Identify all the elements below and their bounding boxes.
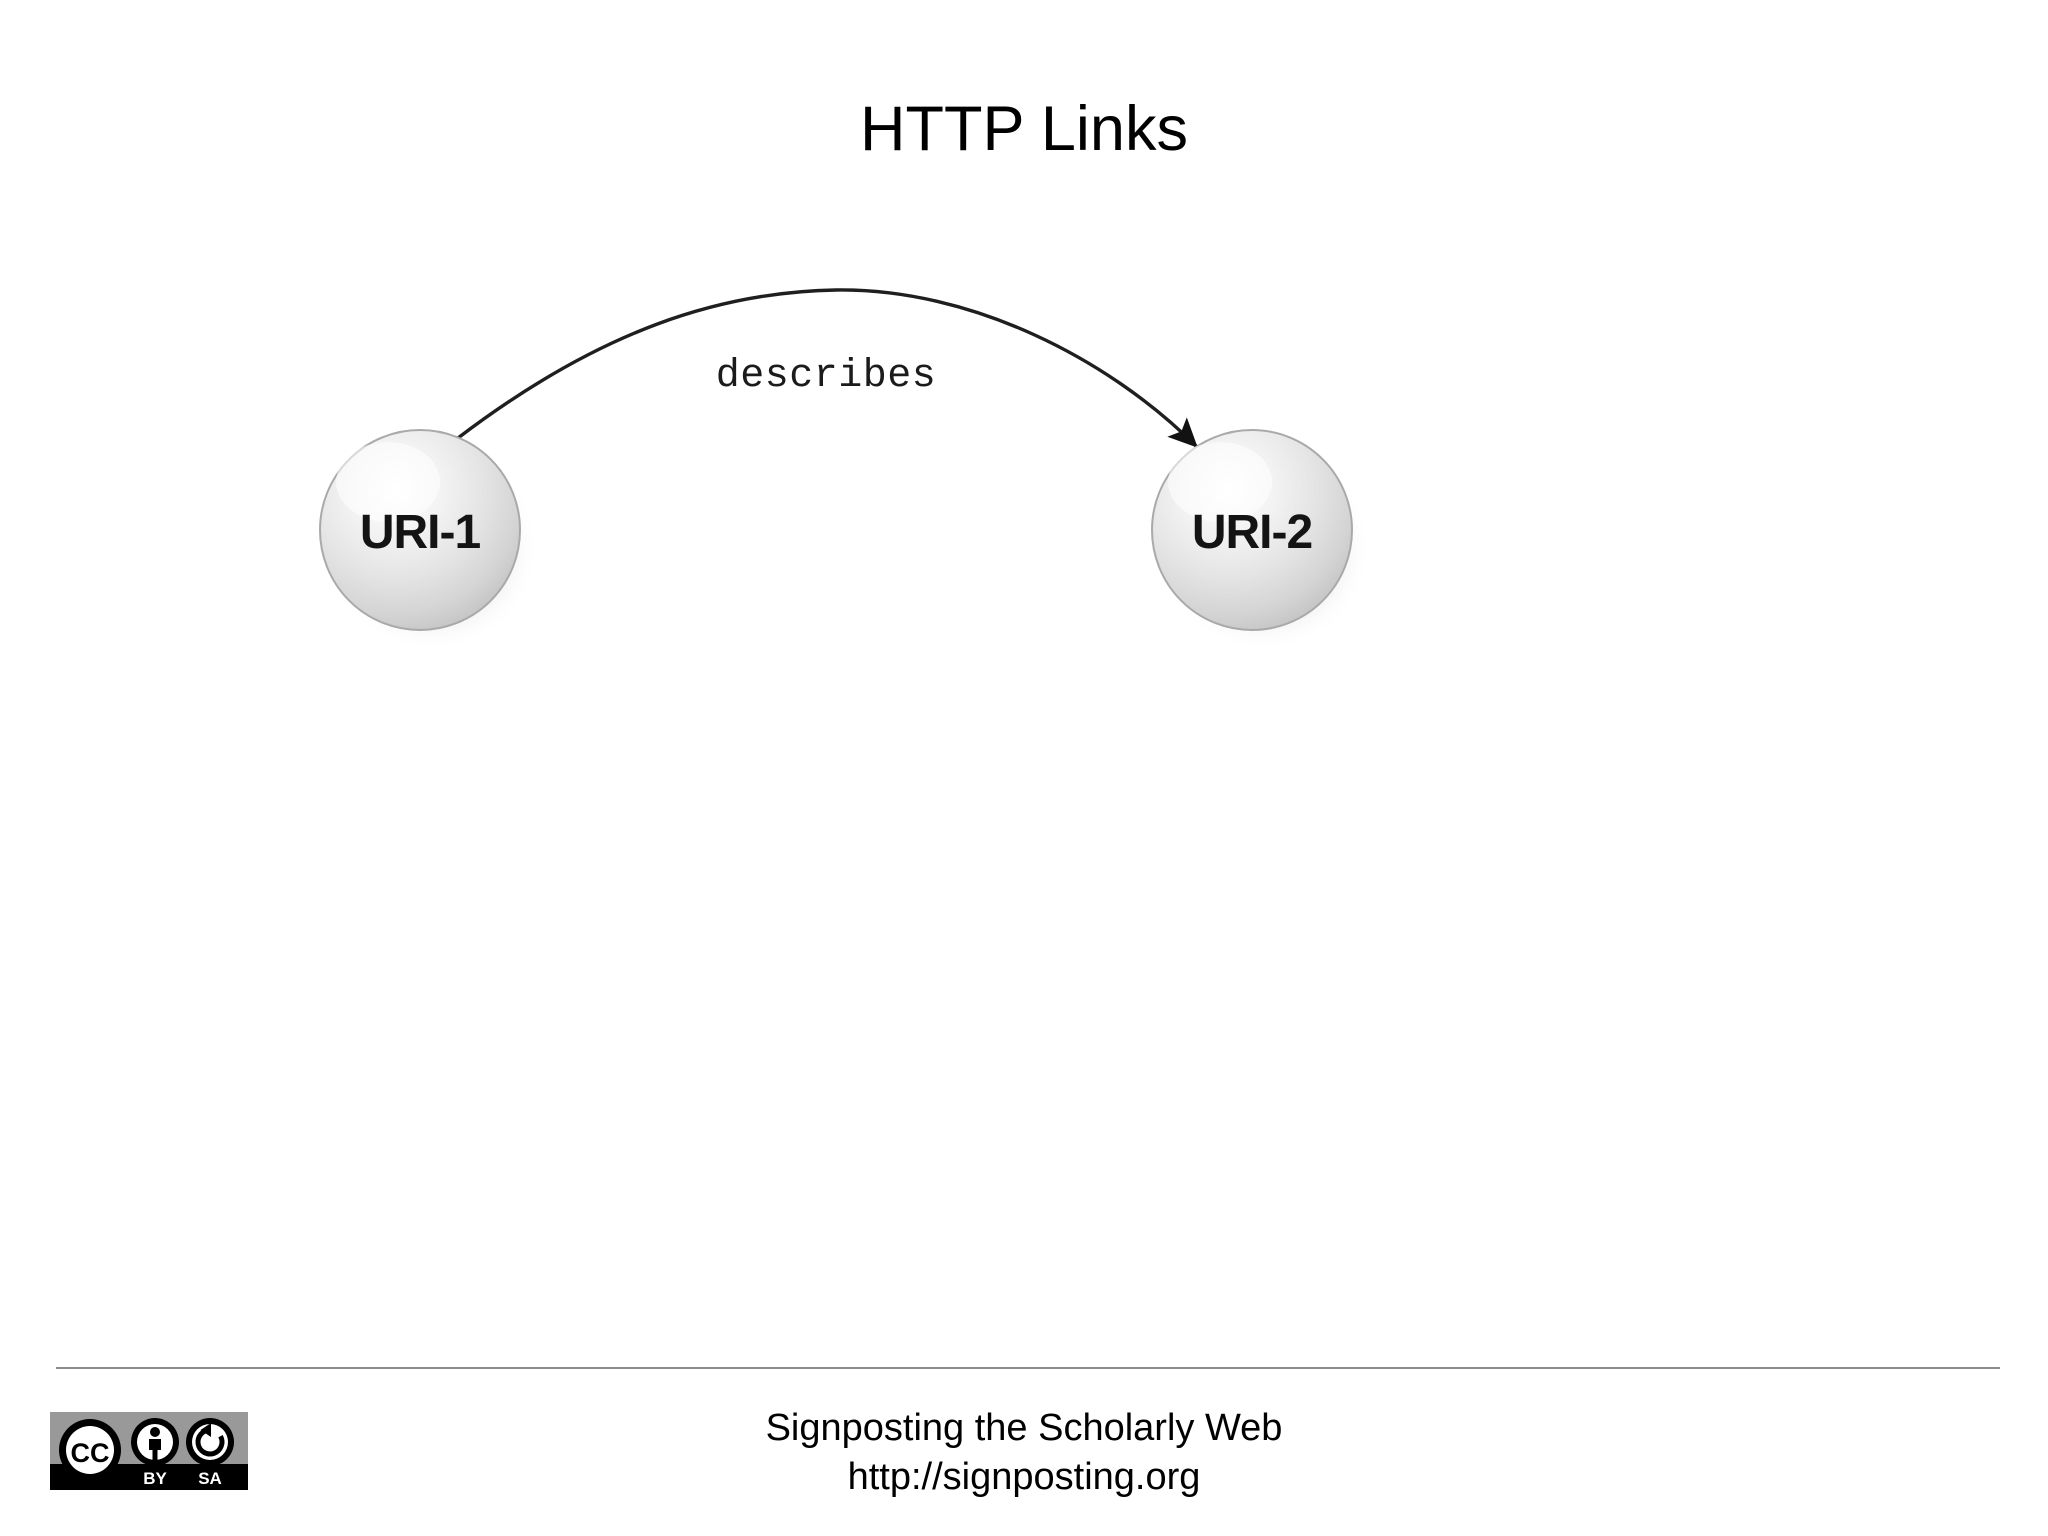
uri-2-label: URI-2	[1192, 506, 1312, 559]
cc-sa-label: SA	[198, 1469, 222, 1488]
describes-edge-label: describes	[716, 354, 937, 399]
svg-text:CC: CC	[71, 1438, 110, 1468]
describes-edge: describes	[456, 288, 1198, 448]
cc-icon: CC	[59, 1419, 121, 1481]
describes-label-backdrop	[700, 336, 956, 394]
http-links-diagram: describes URI-1 URI-2	[319, 288, 1372, 652]
node-uri-2[interactable]: URI-2	[1151, 429, 1353, 631]
footer-line-title: Signposting the Scholarly Web	[765, 1407, 1283, 1449]
uri-2-specular-highlight	[1168, 442, 1272, 522]
cc-by-sa-badge[interactable]: CC BY SA	[50, 1412, 248, 1490]
node-uri-1[interactable]: URI-1	[319, 429, 521, 631]
attribution-person-icon: BY	[131, 1418, 179, 1488]
footer-divider	[56, 1367, 2000, 1369]
uri-1-label: URI-1	[360, 506, 481, 559]
footer: Signposting the Scholarly Web http://sig…	[0, 1404, 2048, 1501]
page-title: HTTP Links	[860, 94, 1188, 164]
footer-line-url[interactable]: http://signposting.org	[847, 1455, 1201, 1498]
describes-edge-path	[456, 288, 1198, 448]
share-alike-icon: SA	[186, 1418, 234, 1488]
cc-by-label: BY	[143, 1469, 167, 1488]
uri-1-specular-highlight	[336, 442, 440, 522]
